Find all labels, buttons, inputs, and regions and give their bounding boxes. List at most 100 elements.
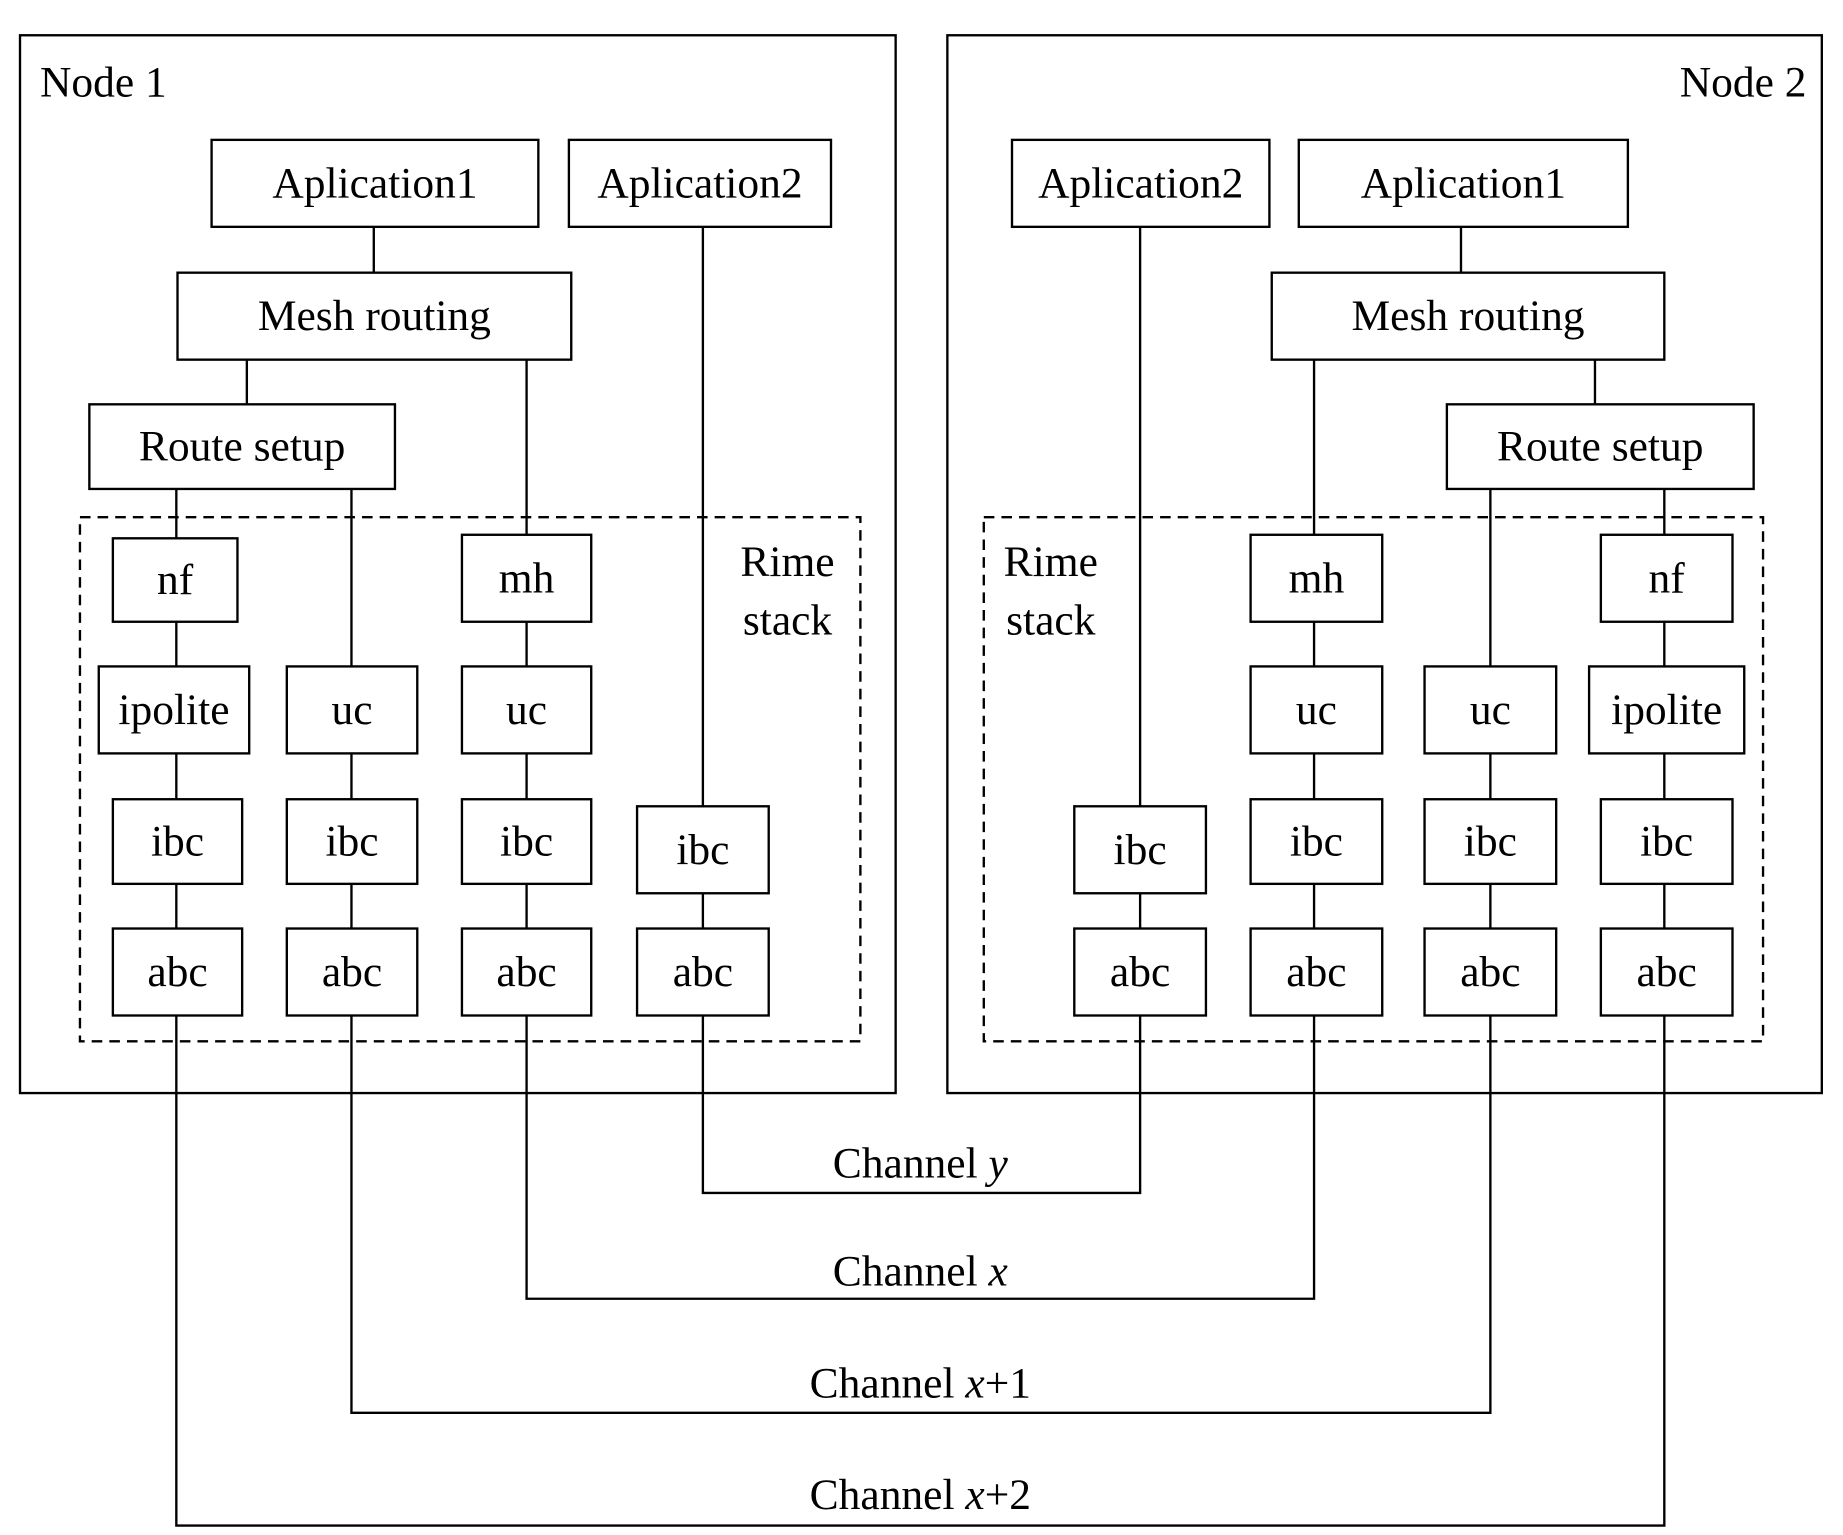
node1-uc2-label: uc xyxy=(506,686,547,734)
node1-abc3-label: abc xyxy=(496,948,556,996)
node2-route-box: Route setup xyxy=(1445,403,1755,491)
node1-ibc1-label: ibc xyxy=(151,818,204,866)
channel-y-label: Channel y xyxy=(833,1140,1009,1188)
node1-mh-box-frame xyxy=(460,533,593,623)
channel-x-link xyxy=(525,1015,1316,1300)
node1-uc2-box: uc xyxy=(460,665,593,755)
node1-abc2-label: abc xyxy=(322,948,382,996)
node2-ibc4-box-frame xyxy=(1599,798,1734,886)
channel-variable: x xyxy=(964,1359,984,1407)
node1-ipolite-box: ipolite xyxy=(97,665,251,755)
channel-prefix: Channel xyxy=(833,1248,989,1296)
node1-abc1-box: abc xyxy=(111,927,244,1017)
node1-ibc3-label: ibc xyxy=(500,818,553,866)
node1-mh-box: mh xyxy=(460,533,593,623)
node1-uc1-box: uc xyxy=(285,665,419,755)
channel-x-plus-2-label: Channel x+2 xyxy=(810,1471,1031,1519)
node2-abc3-box: abc xyxy=(1423,927,1558,1017)
node2-ibc1-box-frame xyxy=(1073,805,1208,895)
node-1-rime-stack-region xyxy=(78,515,862,1043)
node1-ibc2-box-frame xyxy=(285,798,419,886)
node1-uc1-label: uc xyxy=(332,686,373,734)
node1-ibc1-box: ibc xyxy=(111,798,244,886)
node2-ibc4-label: ibc xyxy=(1640,818,1693,866)
node1-app2-box: Aplication2 xyxy=(567,138,833,229)
node2-app2-box-frame xyxy=(1010,138,1271,229)
node1-app1-label: Aplication1 xyxy=(272,159,477,207)
node2-abc3-label: abc xyxy=(1460,948,1520,996)
node2-ibc4-box: ibc xyxy=(1599,798,1734,886)
channel-prefix: Channel xyxy=(833,1140,989,1188)
node1-nf-box: nf xyxy=(111,537,239,623)
node-2-rime-stack-region xyxy=(982,515,1765,1043)
channel-prefix: Channel xyxy=(810,1471,966,1519)
node1-ibc3-box: ibc xyxy=(460,798,593,886)
node2-route-label: Route setup xyxy=(1497,423,1703,471)
node-2-stack-label: stack xyxy=(1006,597,1096,645)
channel-suffix: +1 xyxy=(985,1359,1031,1407)
node2-abc1-box: abc xyxy=(1073,927,1208,1017)
node2-mesh-label: Mesh routing xyxy=(1352,292,1585,340)
node1-ibc4-label: ibc xyxy=(676,826,729,874)
node2-nf-label: nf xyxy=(1649,554,1686,602)
node1-mesh-box-frame xyxy=(176,271,573,361)
node1-abc4-box-frame xyxy=(635,927,770,1017)
node2-app1-box-frame xyxy=(1297,138,1630,229)
node-1-stack-label: stack xyxy=(743,597,833,645)
node2-ipolite-box: ipolite xyxy=(1587,665,1746,755)
channel-suffix: +2 xyxy=(985,1471,1031,1519)
node2-uc2-box: uc xyxy=(1423,665,1558,755)
node2-mh-box-frame xyxy=(1249,533,1384,623)
node1-abc2-box-frame xyxy=(285,927,419,1017)
node1-ibc1-box-frame xyxy=(111,798,244,886)
node2-abc2-box: abc xyxy=(1249,927,1384,1017)
node1-abc4-label: abc xyxy=(673,948,733,996)
node1-route-label: Route setup xyxy=(139,423,345,471)
node2-ibc3-box-frame xyxy=(1423,798,1558,886)
node-2-rime-label: Rime xyxy=(1004,538,1098,586)
node1-abc3-box-frame xyxy=(460,927,593,1017)
node1-uc2-box-frame xyxy=(460,665,593,755)
node2-uc1-box-frame xyxy=(1249,665,1384,755)
node1-mesh-box: Mesh routing xyxy=(176,271,573,361)
node2-uc2-box-frame xyxy=(1423,665,1558,755)
node1-abc4-box: abc xyxy=(635,927,770,1017)
node1-route-box-frame xyxy=(88,403,397,491)
node1-ibc2-label: ibc xyxy=(325,818,378,866)
node1-ibc4-box: ibc xyxy=(635,805,770,895)
node-1-rime-label: Rime xyxy=(740,538,834,586)
node2-ibc2-label: ibc xyxy=(1290,818,1343,866)
node2-ibc2-box: ibc xyxy=(1249,798,1384,886)
node2-route-box-frame xyxy=(1445,403,1755,491)
node2-ibc1-label: ibc xyxy=(1114,826,1167,874)
node1-uc1-box-frame xyxy=(285,665,419,755)
channel-variable: x xyxy=(988,1248,1008,1296)
node2-mh-box: mh xyxy=(1249,533,1384,623)
node2-app2-box: Aplication2 xyxy=(1010,138,1271,229)
node2-nf-box: nf xyxy=(1599,533,1734,623)
node-2-title: Node 2 xyxy=(1680,58,1807,106)
node2-uc2-label: uc xyxy=(1470,686,1511,734)
node1-app2-label: Aplication2 xyxy=(597,159,802,207)
node2-mesh-box-frame xyxy=(1270,271,1666,361)
node2-uc1-label: uc xyxy=(1296,686,1337,734)
node2-abc2-box-frame xyxy=(1249,927,1384,1017)
node1-app2-box-frame xyxy=(567,138,833,229)
node2-abc1-label: abc xyxy=(1110,948,1170,996)
node2-ibc3-label: ibc xyxy=(1464,818,1517,866)
node1-abc2-box: abc xyxy=(285,927,419,1017)
channel-x-plus-2-link xyxy=(175,1015,1666,1527)
node2-app2-label: Aplication2 xyxy=(1038,159,1243,207)
node2-ibc1-box: ibc xyxy=(1073,805,1208,895)
node1-ibc4-box-frame xyxy=(635,805,770,895)
node2-abc4-box-frame xyxy=(1599,927,1734,1017)
node1-mesh-label: Mesh routing xyxy=(258,292,491,340)
node1-abc3-box: abc xyxy=(460,927,593,1017)
node1-abc1-box-frame xyxy=(111,927,244,1017)
node2-mesh-box: Mesh routing xyxy=(1270,271,1666,361)
node1-ibc3-box-frame xyxy=(460,798,593,886)
node2-abc1-box-frame xyxy=(1073,927,1208,1017)
channel-y-link xyxy=(701,1015,1142,1195)
